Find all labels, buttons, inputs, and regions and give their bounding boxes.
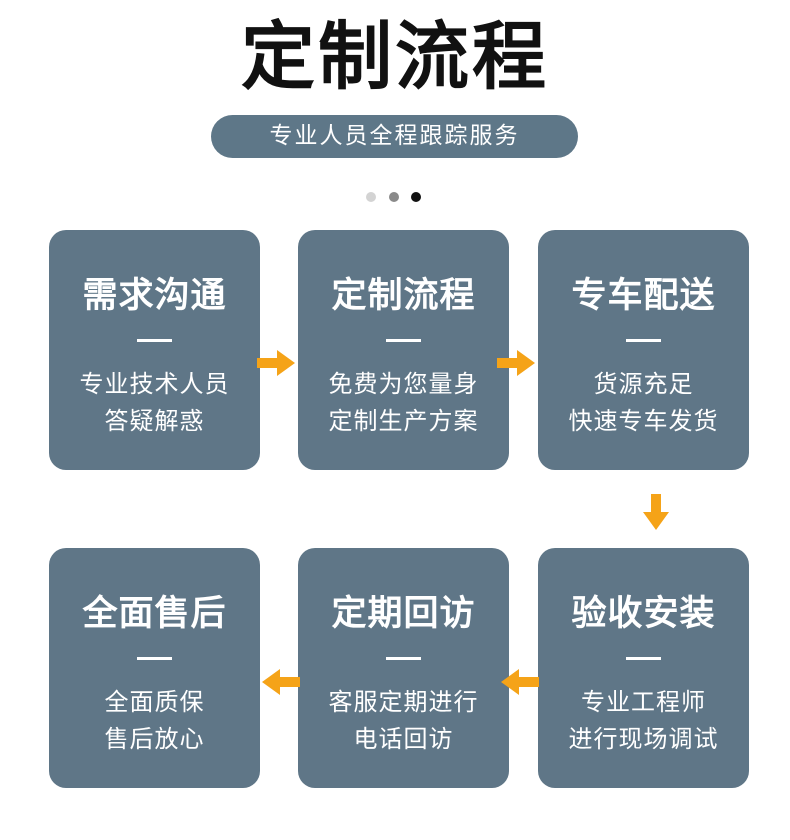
arrow-shape: [643, 494, 669, 530]
step-card-installation: 验收安装 专业工程师 进行现场调试: [538, 548, 749, 788]
step-desc-line: 进行现场调试: [568, 725, 719, 753]
pager-dot[interactable]: [366, 192, 376, 202]
arrow-shape: [497, 350, 535, 376]
arrow-shape: [262, 669, 300, 695]
arrow-right-icon: [497, 350, 535, 376]
divider: [386, 657, 421, 660]
divider: [626, 657, 661, 660]
arrow-left-icon: [501, 669, 539, 695]
step-title: 定制流程: [331, 276, 476, 316]
pager-dot[interactable]: [389, 192, 399, 202]
step-desc-line: 专业工程师: [581, 688, 706, 716]
step-desc-line: 免费为您量身: [328, 370, 479, 398]
step-card-need-communication: 需求沟通 专业技术人员 答疑解惑: [49, 230, 260, 470]
step-card-delivery: 专车配送 货源充足 快速专车发货: [538, 230, 749, 470]
step-card-follow-up: 定期回访 客服定期进行 电话回访: [298, 548, 509, 788]
step-desc-line: 快速专车发货: [568, 407, 719, 435]
step-title: 全面售后: [82, 594, 227, 634]
divider: [137, 657, 172, 660]
step-card-after-sales: 全面售后 全面质保 售后放心: [49, 548, 260, 788]
step-desc-line: 电话回访: [353, 725, 454, 753]
subtitle-banner: 专业人员全程跟踪服务: [211, 115, 578, 158]
step-desc-line: 答疑解惑: [104, 407, 205, 435]
step-desc-line: 专业技术人员: [79, 370, 230, 398]
divider: [137, 339, 172, 342]
step-title: 定期回访: [331, 594, 476, 634]
arrow-right-icon: [257, 350, 295, 376]
step-desc-line: 货源充足: [593, 370, 694, 398]
step-desc-line: 售后放心: [104, 725, 205, 753]
arrow-shape: [501, 669, 539, 695]
arrow-left-icon: [262, 669, 300, 695]
step-desc-line: 定制生产方案: [328, 407, 479, 435]
step-title: 专车配送: [571, 276, 716, 316]
step-desc-line: 全面质保: [104, 688, 205, 716]
step-card-custom-process: 定制流程 免费为您量身 定制生产方案: [298, 230, 509, 470]
arrow-shape: [257, 350, 295, 376]
divider: [626, 339, 661, 342]
divider: [386, 339, 421, 342]
step-title: 验收安装: [571, 594, 716, 634]
arrow-down-icon: [643, 494, 669, 530]
step-desc-line: 客服定期进行: [328, 688, 479, 716]
step-title: 需求沟通: [82, 276, 227, 316]
pager-dots: [0, 192, 790, 202]
pager-dot-active[interactable]: [411, 192, 421, 202]
page-title: 定制流程: [241, 14, 549, 100]
